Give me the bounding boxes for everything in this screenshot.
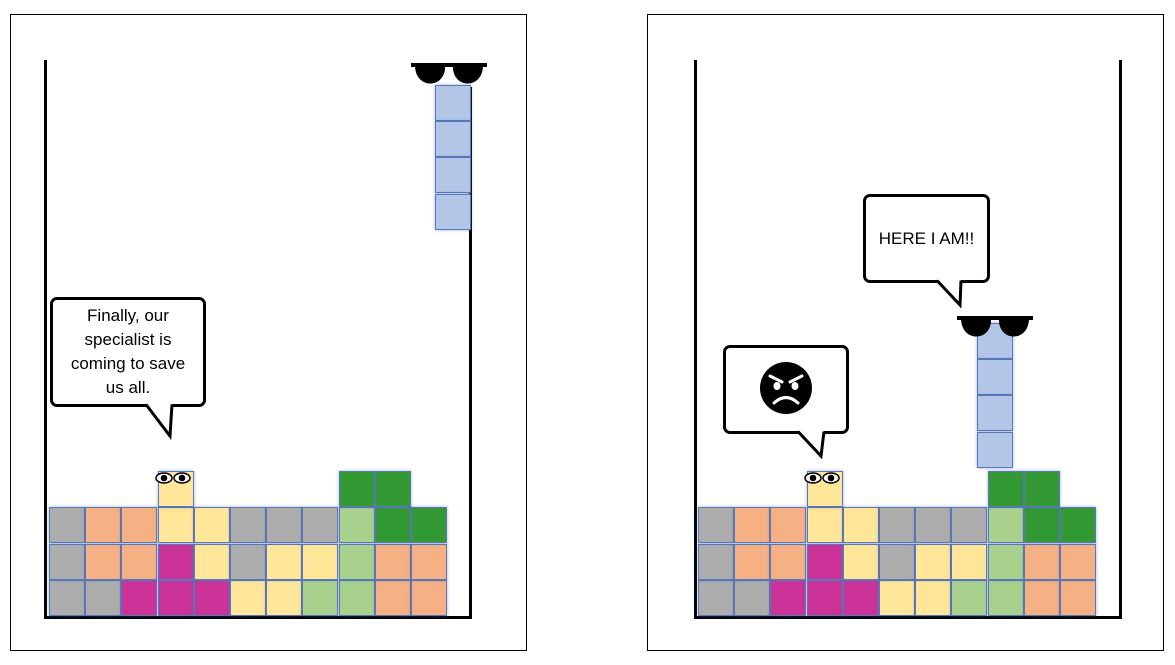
block	[698, 507, 734, 544]
block	[734, 543, 771, 580]
block	[374, 507, 411, 544]
block	[770, 507, 807, 544]
sunglasses-icon	[411, 63, 487, 84]
block	[806, 543, 843, 580]
block	[915, 579, 952, 616]
sunglasses-icon	[957, 316, 1033, 337]
block	[85, 579, 122, 616]
block	[915, 543, 952, 580]
block	[338, 579, 375, 616]
block	[951, 543, 988, 580]
block	[915, 507, 952, 544]
tower-block	[977, 359, 1013, 396]
block	[193, 507, 230, 544]
comic-panel-left: Finally, our specialist is coming to sav…	[10, 14, 527, 651]
tower-block	[435, 121, 471, 158]
block	[85, 507, 122, 544]
block	[85, 543, 122, 580]
block	[1023, 579, 1060, 616]
block	[193, 579, 230, 616]
block	[302, 543, 339, 580]
angry-face-icon	[760, 362, 812, 414]
speech-text: HERE I AM!!	[878, 228, 975, 248]
block	[302, 507, 339, 544]
block	[302, 579, 339, 616]
block	[230, 507, 266, 544]
eyes-icon	[804, 472, 840, 484]
block	[770, 579, 807, 616]
tower-block	[435, 193, 471, 230]
block	[1060, 579, 1096, 616]
reaction-bubble-tail	[796, 430, 826, 460]
block	[770, 543, 807, 580]
block	[1023, 471, 1060, 508]
block	[230, 543, 266, 580]
speech-text: Finally, our specialist is coming to sav…	[70, 306, 186, 397]
block	[266, 507, 303, 544]
block	[338, 471, 375, 508]
block	[879, 543, 915, 580]
block	[1023, 543, 1060, 580]
block	[734, 507, 771, 544]
comic-panel-right: HERE I AM!!	[647, 14, 1164, 651]
block	[374, 543, 411, 580]
block	[49, 543, 85, 580]
block	[157, 543, 194, 580]
block	[987, 579, 1024, 616]
tower-block	[435, 157, 471, 194]
block	[842, 507, 879, 544]
block	[49, 507, 85, 544]
block	[806, 579, 843, 616]
block	[374, 471, 411, 508]
block	[951, 579, 988, 616]
block	[987, 507, 1024, 544]
block	[1023, 507, 1060, 544]
block	[266, 579, 303, 616]
well-floor	[694, 616, 1122, 619]
block	[951, 507, 988, 544]
block	[374, 579, 411, 616]
block	[157, 507, 194, 544]
block	[698, 543, 734, 580]
block	[411, 507, 447, 544]
block	[1060, 543, 1096, 580]
block	[121, 543, 158, 580]
block	[987, 471, 1024, 508]
tower-block	[435, 85, 471, 121]
block	[266, 543, 303, 580]
well-right-wall	[1119, 60, 1122, 619]
block	[411, 543, 447, 580]
block	[121, 507, 158, 544]
speech-bubble-tail	[935, 279, 963, 309]
speech-bubble: HERE I AM!!	[863, 194, 990, 283]
block	[49, 579, 85, 616]
block	[230, 579, 266, 616]
block	[987, 543, 1024, 580]
tower-block	[977, 431, 1013, 468]
block	[338, 543, 375, 580]
block	[698, 579, 734, 616]
well-right-wall	[469, 87, 472, 619]
block	[734, 579, 771, 616]
block	[338, 507, 375, 544]
block	[806, 507, 843, 544]
well-left-wall	[44, 60, 47, 619]
block	[121, 579, 158, 616]
block	[193, 543, 230, 580]
speech-bubble: Finally, our specialist is coming to sav…	[50, 297, 206, 407]
block	[879, 579, 915, 616]
block	[1060, 507, 1096, 544]
block	[842, 543, 879, 580]
tower-block	[977, 395, 1013, 432]
block	[411, 579, 447, 616]
eyes-icon	[155, 472, 191, 484]
block	[842, 579, 879, 616]
speech-bubble-tail	[144, 403, 174, 441]
block	[157, 579, 194, 616]
block	[879, 507, 915, 544]
well-floor	[44, 616, 472, 619]
well-left-wall	[694, 60, 697, 619]
